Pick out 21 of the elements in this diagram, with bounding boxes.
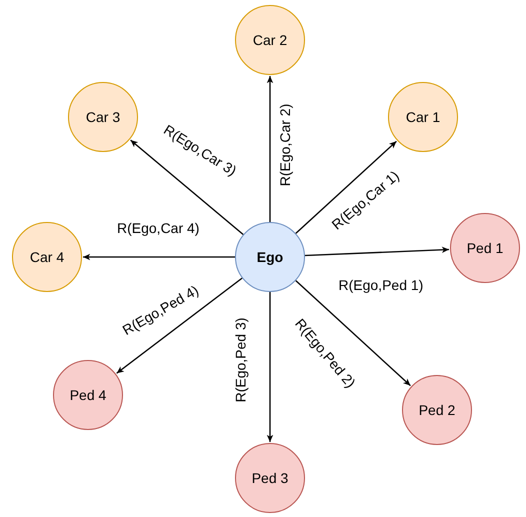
arrow: [116, 278, 242, 374]
node-label: Car 3: [86, 109, 120, 125]
edge-label: R(Ego,Car 4): [117, 220, 200, 236]
node-label: Car 1: [406, 109, 440, 125]
node-label: Ego: [256, 249, 284, 265]
node-label: Car 4: [30, 249, 64, 265]
node-label: Ped 4: [70, 387, 106, 403]
edge-label: R(Ego,Ped 1): [338, 277, 424, 293]
node-label: Car 2: [252, 32, 288, 48]
node-label: Ped 2: [418, 402, 456, 418]
arrow: [295, 140, 397, 234]
arrow: [266, 292, 274, 442]
arrow: [304, 246, 450, 256]
arrow: [83, 254, 235, 260]
node-label: Ped 3: [252, 470, 288, 486]
arrow: [266, 76, 274, 222]
arrow: [130, 140, 244, 236]
arrow: [295, 280, 411, 386]
node-label: Ped 1: [466, 240, 504, 256]
edge-label: R(Ego,Ped 3): [232, 318, 248, 402]
edge-label: R(Ego,Car 2): [277, 104, 294, 186]
